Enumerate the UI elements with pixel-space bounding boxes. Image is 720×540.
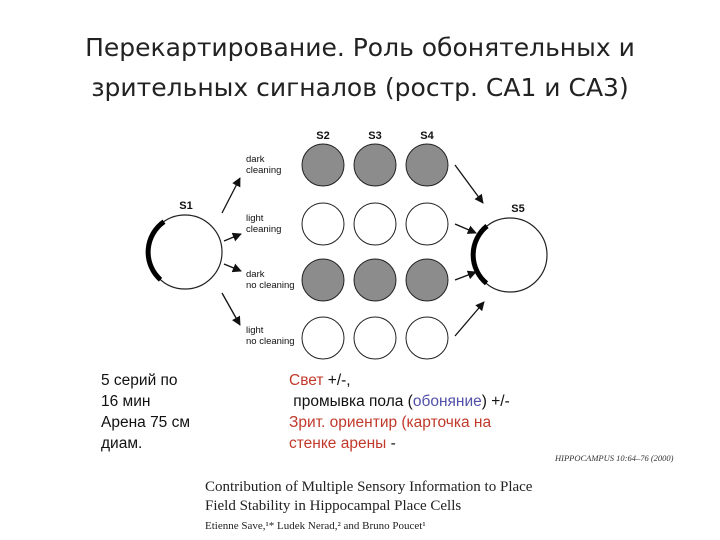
session-circle — [353, 143, 397, 187]
note-line-wall: стенке арены - — [289, 433, 510, 454]
condition-label-dark-no-cleaning: dark no cleaning — [246, 269, 295, 291]
note-line-visual-cue: Зрит. ориентир (карточка на — [289, 414, 492, 431]
session-circle — [405, 316, 449, 360]
arrows-in — [454, 164, 485, 337]
arrow — [223, 232, 242, 242]
s1-label: S1 — [179, 200, 192, 212]
condition-notes: Свет +/-, промывка пола (обоняние) +/- З… — [289, 370, 510, 454]
session-circle — [353, 258, 397, 302]
session-circle — [353, 202, 397, 246]
condition-label-light-cleaning: light cleaning — [246, 213, 281, 235]
note-cleaning-a: промывка пола ( — [289, 393, 413, 410]
protocol-notes: 5 серий по 16 мин Арена 75 см диам. — [101, 370, 190, 454]
note-line: 5 серий по — [101, 372, 178, 389]
note-cleaning-b: ) +/- — [481, 393, 510, 410]
title-line-2: зрительных сигналов (ростр. СА1 и СА3) — [91, 73, 629, 102]
session-circle — [301, 258, 345, 302]
note-line: диам. — [101, 435, 143, 452]
session-circle — [405, 202, 449, 246]
slide-title: Перекартирование. Роль обонятельных и зр… — [20, 28, 700, 108]
arrow — [454, 223, 477, 234]
session-circle — [405, 143, 449, 187]
paper-title-line-2: Field Stability in Hippocampal Place Cel… — [205, 498, 462, 514]
session-circle — [353, 316, 397, 360]
title-line-1: Перекартирование. Роль обонятельных и — [85, 33, 635, 62]
paper-authors: Etienne Save,¹* Ludek Nerad,² and Bruno … — [205, 520, 426, 532]
s1-cue-card — [145, 219, 166, 282]
column-label-s2: S2 — [316, 130, 329, 142]
arrow — [221, 292, 241, 326]
journal-reference: HIPPOCAMPUS 10:64–76 (2000) — [555, 453, 674, 463]
note-line: 16 мин — [101, 393, 151, 410]
session-grid — [301, 143, 449, 360]
note-line-cleaning: промывка пола (обоняние) +/- — [289, 391, 510, 412]
note-light-rest: +/-, — [323, 372, 351, 389]
note-wall-rest: - — [386, 435, 396, 452]
session-circle — [301, 143, 345, 187]
condition-label-dark-cleaning: dark cleaning — [246, 154, 281, 176]
session-circle — [301, 202, 345, 246]
session-circle — [301, 316, 345, 360]
arrow — [454, 301, 485, 337]
arrows-out — [221, 177, 242, 326]
paper-title-line-1: Contribution of Multiple Sensory Informa… — [205, 479, 533, 495]
note-line: Арена 75 см — [101, 414, 191, 431]
column-label-s3: S3 — [368, 130, 381, 142]
paper-title: Contribution of Multiple Sensory Informa… — [205, 478, 532, 516]
column-label-s4: S4 — [420, 130, 434, 142]
session-circle — [405, 258, 449, 302]
arrow — [223, 263, 242, 273]
s5-cue-card — [470, 224, 489, 286]
arrow — [454, 270, 477, 281]
note-line-light: Свет +/-, — [289, 370, 510, 391]
note-wall-words: стенке арены — [289, 435, 387, 452]
arrow — [454, 164, 484, 204]
s5-label: S5 — [511, 203, 524, 215]
condition-label-light-no-cleaning: light no cleaning — [246, 325, 295, 347]
arrow — [221, 177, 241, 214]
note-light-word: Свет — [289, 372, 324, 389]
note-olfaction-word: обоняние — [412, 393, 482, 410]
